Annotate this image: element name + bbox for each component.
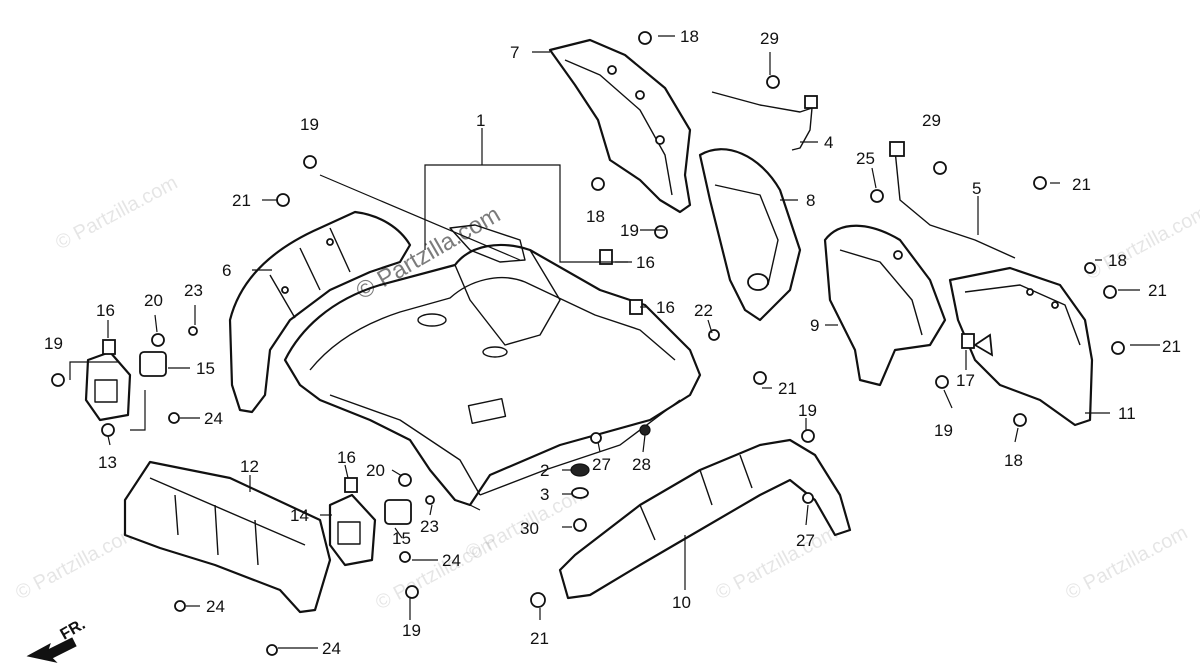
callout-29a: 29 [760,29,779,48]
callout-10: 10 [672,593,691,612]
callout-24d: 24 [322,639,341,658]
callout-24c: 24 [206,597,225,616]
callout-19b: 19 [620,221,639,240]
direction-label: FR. [58,616,89,644]
callout-14: 14 [290,506,309,525]
callout-12: 12 [240,457,259,476]
leader-lines [69,35,1160,649]
callout-19f: 19 [402,621,421,640]
callout-13: 13 [98,453,117,472]
watermark-tile: © Partzilla.com [52,172,181,255]
callout-23a: 23 [184,281,203,300]
part-6-left-flap [228,210,412,414]
callout-20a: 20 [144,291,163,310]
callout-19a: 19 [300,115,319,134]
callout-19c: 19 [44,334,63,353]
front-direction-arrow: FR. [26,616,89,663]
callout-29b: 29 [922,111,941,130]
part-15-reflectors [139,351,412,525]
callout-11: 11 [1118,404,1136,423]
callout-21b: 21 [1072,175,1091,194]
callout-24a: 24 [204,409,223,428]
callout-21d: 21 [1162,337,1181,356]
callout-9: 9 [810,316,819,335]
callout-2: 2 [540,461,549,480]
callout-15a: 15 [196,359,215,378]
callout-15b: 15 [392,529,411,548]
callout-16a: 16 [96,301,115,320]
part-8-inner-panel [698,148,802,322]
part-7-splash-guard [548,38,692,214]
watermark-tile: © Partzilla.com [1082,202,1200,285]
part-14-holder [328,493,377,567]
part-11-right-panel [948,266,1094,427]
part-1-rear-fender [283,224,702,507]
callout-22: 22 [694,301,713,320]
callout-21a: 21 [232,191,251,210]
callout-30: 30 [520,519,539,538]
callout-20b: 20 [366,461,385,480]
callout-28: 28 [632,455,651,474]
callout-3: 3 [540,485,549,504]
callout-18d: 18 [1004,451,1023,470]
callout-17: 17 [956,371,975,390]
callouts: 1 2 3 4 5 6 7 8 9 10 11 12 13 14 15 15 1… [44,27,1181,658]
callout-1: 1 [476,111,485,130]
part-9-right-mudguard [823,224,947,387]
callout-7: 7 [510,43,519,62]
part-5-rod [889,141,1016,259]
callout-21c: 21 [1148,281,1167,300]
callout-4: 4 [824,133,833,152]
callout-5: 5 [972,179,981,198]
callout-6: 6 [222,261,231,280]
callout-24b: 24 [442,551,461,570]
callout-8: 8 [806,191,815,210]
part-10-right-strip [558,438,852,600]
callout-23b: 23 [420,517,439,536]
callout-18a: 18 [680,27,699,46]
part-4-rod [711,91,818,151]
callout-25: 25 [856,149,875,168]
callout-16c: 16 [636,253,655,272]
callout-21e: 21 [778,379,797,398]
callout-19d: 19 [798,401,817,420]
callout-27a: 27 [592,455,611,474]
part-12-bracket [123,460,332,614]
callout-19e: 19 [934,421,953,440]
callout-18b: 18 [586,207,605,226]
callout-16b: 16 [337,448,356,467]
callout-27b: 27 [796,531,815,550]
callout-21f: 21 [530,629,549,648]
watermark-tile: © Partzilla.com [712,522,841,605]
watermark-tile: © Partzilla.com [1062,522,1191,605]
callout-18c: 18 [1108,251,1127,270]
callout-16d: 16 [656,298,675,317]
arrow-icon [26,637,77,663]
watermark-tile: © Partzilla.com [12,522,141,605]
